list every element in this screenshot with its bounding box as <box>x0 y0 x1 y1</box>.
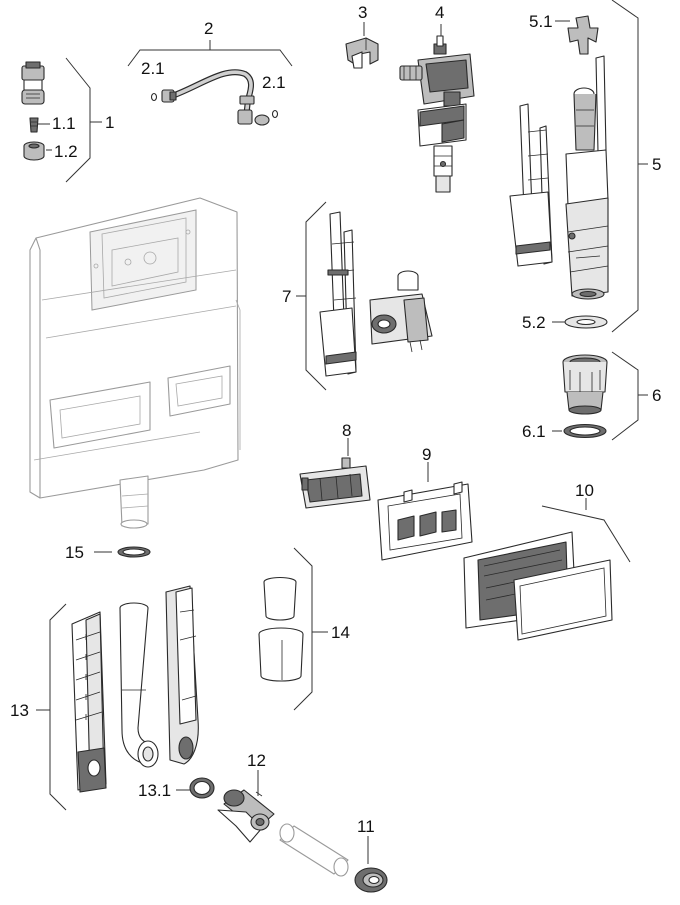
label-6-1: 6.1 <box>522 422 546 441</box>
part-2-1-seal-left <box>150 92 158 102</box>
label-5-2: 5.2 <box>522 313 546 332</box>
label-1-1: 1.1 <box>52 114 76 133</box>
part-2-flexible-hose <box>161 69 270 126</box>
part-13-bend-shell <box>165 585 199 765</box>
part-12-ghost-pipe <box>279 823 349 877</box>
part-7-float-rod <box>319 211 357 377</box>
label-5-1: 5.1 <box>529 12 553 31</box>
part-14-pipe-sleeve-small <box>263 576 297 621</box>
part-5-1-lift-rod-top <box>567 15 599 55</box>
part-5-2-seal-ring <box>564 315 608 329</box>
part-10-cover-plate <box>513 559 613 641</box>
part-3-fixing-clip <box>345 37 379 69</box>
label-2: 2 <box>204 19 213 38</box>
label-12: 12 <box>247 751 266 770</box>
part-6-1-gasket <box>563 423 607 439</box>
label-2-1-left: 2.1 <box>141 59 165 78</box>
part-13-flush-bend <box>119 602 159 768</box>
part-5-float-cage <box>509 103 553 267</box>
part-8-actuator-mount <box>299 457 371 509</box>
part-12-pipe-connector <box>217 789 275 843</box>
label-13: 13 <box>10 701 29 720</box>
part-1-angle-valve <box>21 61 45 105</box>
label-8: 8 <box>342 421 351 440</box>
part-2-1-seal-right <box>271 109 279 119</box>
label-10: 10 <box>575 481 594 500</box>
part-11-rubber-sleeve <box>354 867 388 893</box>
label-3: 3 <box>358 3 367 22</box>
part-7-float-valve-head <box>369 270 433 353</box>
part-14-pipe-sleeve-large <box>258 627 304 682</box>
label-14: 14 <box>331 623 350 642</box>
label-2-1-right: 2.1 <box>262 73 286 92</box>
label-11: 11 <box>357 817 375 836</box>
label-7: 7 <box>282 287 291 306</box>
label-4: 4 <box>435 3 444 22</box>
label-5: 5 <box>652 155 661 174</box>
label-6: 6 <box>652 386 661 405</box>
cistern-housing <box>29 197 241 529</box>
part-6-connection-piece <box>562 354 608 415</box>
label-1: 1 <box>105 113 114 132</box>
label-15: 15 <box>65 543 84 562</box>
callout-labels: 1 1.1 1.2 2 2.1 2.1 3 4 5 5.1 5.2 6 6.1 … <box>10 3 661 836</box>
label-13-1: 13.1 <box>138 781 171 800</box>
part-4-fill-valve <box>399 35 475 193</box>
part-1-2-nut <box>23 141 45 161</box>
part-5-flush-valve-body <box>565 55 609 300</box>
part-15-seal-ring <box>117 546 151 558</box>
part-9-mounting-plate <box>377 481 473 561</box>
label-1-2: 1.2 <box>54 142 78 161</box>
part-13-installation-template <box>71 611 107 793</box>
part-1-1-screw <box>29 117 39 133</box>
label-9: 9 <box>422 445 431 464</box>
part-13-1-seal <box>189 777 215 799</box>
